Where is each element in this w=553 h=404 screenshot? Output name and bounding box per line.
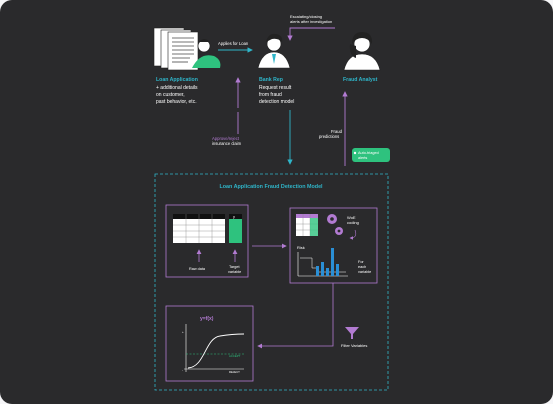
model-title: Loan Application Fraud Detection Model (219, 184, 323, 190)
applicant-person-icon (192, 39, 221, 68)
loan-desc-line-2: on customer, (156, 92, 185, 98)
target-variable-label-2: variable (228, 270, 241, 274)
woe-label-2: coding (347, 220, 359, 225)
filter-variables-label: Filter Variables (341, 343, 367, 348)
loan-desc-line-3: past behavior, etc. (156, 99, 197, 105)
for-each-label-2: each (358, 265, 366, 269)
for-each-label-1: For (358, 260, 364, 264)
spacer (300, 148, 345, 154)
accept-label: ACCEPT (229, 354, 241, 358)
raw-data-box (165, 204, 249, 278)
fraud-predictions-label-2: predictions (319, 134, 339, 139)
scorecard-box (165, 305, 254, 382)
bank-rep-person-icon (257, 33, 291, 69)
escalating-arrow (287, 27, 335, 41)
bank-rep-title: Bank Rep (259, 77, 283, 83)
escalating-label-line-2: alerts after investigation (290, 19, 332, 24)
woe-curve-arrow (349, 229, 357, 240)
bank-desc-line-1: Request result (259, 85, 292, 91)
risk-chart (297, 248, 348, 277)
svg-text:-: - (182, 368, 183, 372)
bank-desc-line-2: from fraud (259, 92, 282, 98)
formula-label: y=f(x) (200, 316, 214, 322)
raw-data-table: y (173, 214, 242, 243)
risk-label: Risk (297, 245, 305, 250)
reject-label: REJECT (229, 370, 240, 374)
woe-label-1: WoE (347, 215, 356, 220)
fraud-analyst-person-icon (343, 32, 381, 71)
approve-label-line-1: Approve/reject (212, 136, 240, 141)
loan-desc-line-1: + additional details (156, 85, 198, 91)
target-column-header: y (233, 214, 235, 219)
svg-text:+: + (182, 330, 184, 334)
fraud-analyst-title: Fraud Analyst (343, 77, 378, 83)
raw-data-label: Raw data (189, 267, 206, 271)
sigmoid-chart: + - (182, 324, 245, 372)
model-frame (154, 173, 389, 391)
woe-box (289, 207, 378, 284)
woe-to-scorecard-arrow (257, 283, 334, 349)
for-each-label-3: variable (358, 270, 371, 274)
escalating-label-line-1: Escalating/closing (290, 14, 322, 19)
auto-alerts-badge: Auto-triaged alerts (352, 148, 390, 162)
woe-table (296, 214, 318, 236)
fraud-predictions-label-1: Fraud (331, 129, 343, 134)
gears-icon (327, 214, 343, 235)
approve-label-line-2: insurance claim (212, 141, 242, 146)
auto-alerts-line-1: Auto-triaged (358, 151, 379, 155)
loan-application-title: Loan Application (156, 77, 198, 83)
bank-desc-line-3: detection model (259, 99, 294, 105)
auto-alerts-line-2: alerts (358, 156, 367, 160)
applies-for-loan-label: Applies for Loan (218, 41, 249, 46)
filter-funnel-icon (345, 327, 359, 339)
target-variable-label-1: Target (229, 265, 240, 269)
loan-documents-icon (153, 27, 199, 71)
